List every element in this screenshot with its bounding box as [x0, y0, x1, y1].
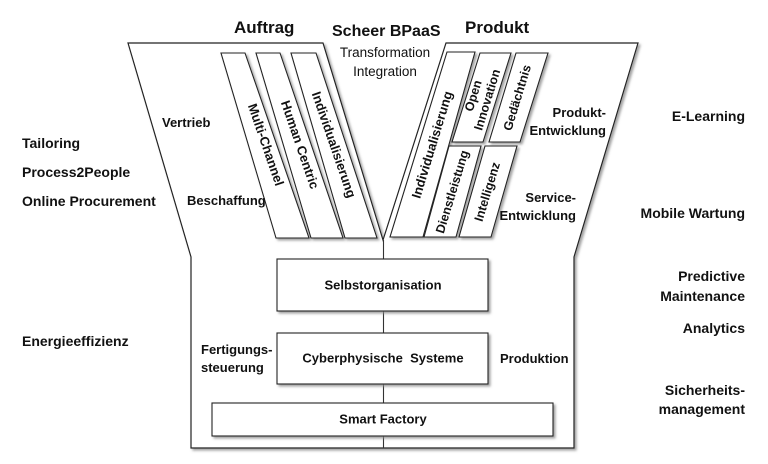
label-service-entwicklung-1: Service- [525, 190, 576, 205]
side-label-maintenance: Maintenance [660, 288, 745, 304]
side-label-management: management [658, 401, 745, 417]
box-label-smart-factory: Smart Factory [339, 411, 427, 426]
box-selbstorganisation [276, 258, 489, 312]
header-produkt: Produkt [465, 18, 530, 37]
side-label-tailoring: Tailoring [22, 135, 81, 151]
label-produkt-entwicklung-1: Produkt- [552, 105, 606, 120]
bar-dienstleistung [423, 145, 482, 238]
header-auftrag: Auftrag [234, 18, 295, 37]
side-label-energieeffizienz: Energieeffizienz [22, 333, 129, 349]
header-integration: Integration [353, 64, 417, 79]
bar-individualisierung-left [290, 52, 378, 239]
side-label-e-learning: E-Learning [671, 108, 745, 124]
bar-multi-channel [220, 52, 310, 239]
label-produktion: Produktion [500, 351, 569, 366]
side-label-sicherheits: Sicherheits- [664, 382, 745, 398]
label-beschaffung: Beschaffung [187, 193, 266, 208]
bar-gedaechtnis [488, 52, 549, 143]
side-label-predictive: Predictive [678, 268, 745, 284]
side-label-mobile-wartung: Mobile Wartung [640, 205, 745, 221]
label-fertigungssteuerung-2: steuerung [201, 360, 264, 375]
header-scheer-bpaas: Scheer BPaaS [332, 23, 441, 40]
label-vertrieb: Vertrieb [162, 115, 211, 130]
box-smart-factory [211, 402, 554, 437]
side-label-process2people: Process2People [22, 164, 131, 180]
bar-intelligenz [458, 145, 518, 238]
label-fertigungssteuerung-1: Fertigungs- [201, 342, 273, 357]
bar-individualisierung-right [389, 51, 476, 238]
side-label-online-procurement: Online Procurement [22, 193, 156, 209]
bar-open-innovation [451, 52, 512, 143]
label-produkt-entwicklung-2: Entwicklung [529, 123, 606, 138]
label-service-entwicklung-2: Entwicklung [499, 208, 576, 223]
header-transformation: Transformation [339, 45, 431, 60]
box-label-selbstorganisation: Selbstorganisation [324, 277, 441, 292]
box-cyberphysische-systeme [276, 332, 489, 385]
box-label-cyberphysische-systeme: Cyberphysische Systeme [302, 350, 463, 365]
bar-human-centric [255, 52, 344, 239]
side-label-analytics: Analytics [682, 320, 745, 336]
